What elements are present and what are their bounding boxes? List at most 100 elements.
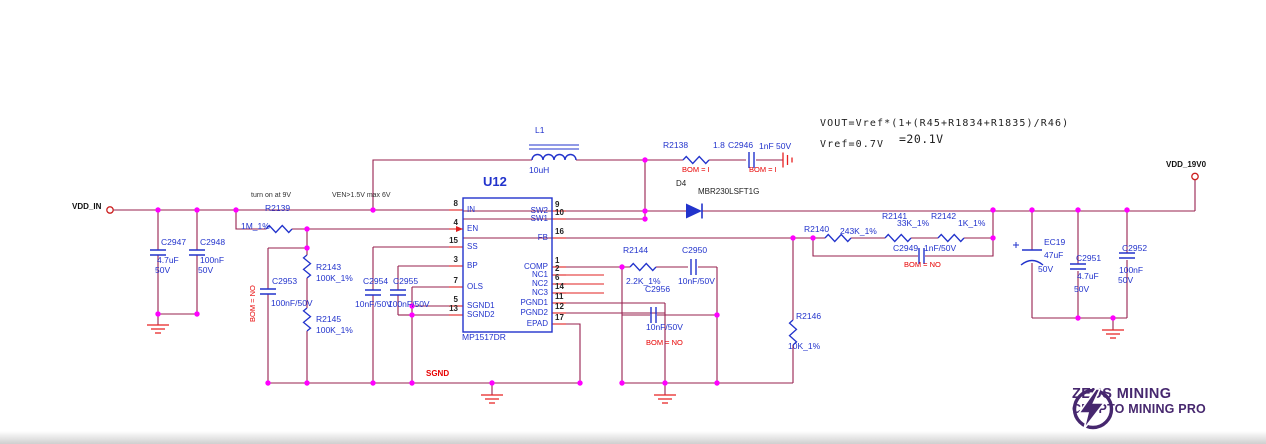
pin-name-nc2: NC2 xyxy=(531,279,548,288)
components-c2954-val: 10nF/50V xyxy=(355,299,392,309)
pin-name-nc3: NC3 xyxy=(531,288,548,297)
components-c2946-ref: C2946 xyxy=(728,140,754,150)
pin-name-sgnd1: SGND1 xyxy=(467,301,495,310)
nets-sgnd: SGND xyxy=(426,369,450,378)
components-d4-val: MBR230LSFT1G xyxy=(698,187,760,196)
pin-number-nc2: 6 xyxy=(555,273,560,282)
components-l1-val: 10uH xyxy=(529,165,550,175)
pin-number-in: 8 xyxy=(453,199,458,208)
components-r2143-val: 100K_1% xyxy=(316,273,353,283)
pin-number-epad: 17 xyxy=(555,313,564,322)
components-r2141-val: 33K_1% xyxy=(897,218,930,228)
components-r2139-ref: R2139 xyxy=(265,203,291,213)
components-r2138-ref: R2138 xyxy=(663,140,689,150)
pin-number-nc1: 2 xyxy=(555,264,560,273)
zeus-logo: ZEUS MINING CRYPTO MINING PRO xyxy=(1072,386,1206,430)
formula-line2: Vref=0.7V xyxy=(820,139,885,150)
components-r2146-ref: R2146 xyxy=(796,311,822,321)
components-c2947-val: 4.7uF xyxy=(157,255,179,265)
components-r2145-val: 100K_1% xyxy=(316,325,353,335)
pin-number-bp: 3 xyxy=(453,255,458,264)
pin-number-nc3: 14 xyxy=(555,282,564,291)
components-r2143-ref: R2143 xyxy=(316,262,342,272)
components-ec19-volt: 50V xyxy=(1038,264,1054,274)
notes-turn_on: turn on at 9V xyxy=(251,192,292,199)
components-c2955-ref: C2955 xyxy=(393,276,419,286)
components-c2950-ref: C2950 xyxy=(682,245,708,255)
components-c2953-val: 100nF/50V xyxy=(271,298,313,308)
pin-name-en: EN xyxy=(467,224,479,233)
notes-ven: VEN>1.5V max 6V xyxy=(332,192,391,199)
components-r2142-val: 1K_1% xyxy=(958,218,986,228)
pin-name-sgnd2: SGND2 xyxy=(467,310,495,319)
pin-number-pgnd2: 12 xyxy=(555,302,564,311)
components-c2954-ref: C2954 xyxy=(363,276,389,286)
components-c2949-ref: C2949 xyxy=(893,243,919,253)
pin-number-en: 4 xyxy=(453,218,458,227)
pin-number-sw2: 9 xyxy=(555,200,560,209)
components-c2953-ref: C2953 xyxy=(272,276,298,286)
lightning-bolt-icon xyxy=(1072,388,1114,430)
nets-input: VDD_IN xyxy=(72,202,102,211)
pin-number-ss: 15 xyxy=(449,236,458,245)
components-c2952-val: 100nF xyxy=(1119,265,1144,275)
notes-bom_no: BOM = NO xyxy=(646,338,683,347)
pin-name-comp: COMP xyxy=(524,262,548,271)
notes-bom_i: BOM = I xyxy=(682,165,710,174)
pin-name-sw2: SW2 xyxy=(530,206,548,215)
components-r2138-val: 1.8 xyxy=(713,140,725,150)
components-c2950-val: 10nF/50V xyxy=(678,276,715,286)
components-c2947-volt: 50V xyxy=(155,265,171,275)
pin-name-sw1: SW1 xyxy=(530,214,548,223)
components-r2140-ref: R2140 xyxy=(804,224,830,234)
components-c2948-val: 100nF xyxy=(200,255,225,265)
pin-name-fb: FB xyxy=(537,233,548,242)
pin-number-comp: 1 xyxy=(555,256,560,265)
components-r2142-ref: R2142 xyxy=(931,211,957,221)
pin-name-in: IN xyxy=(467,205,475,214)
components-c2956-val: 10nF/50V xyxy=(646,322,683,332)
logo-subtitle: CRYPTO MINING PRO xyxy=(1072,402,1206,416)
pin-number-sw1: 10 xyxy=(555,208,564,217)
formula-line1: VOUT=Vref*(1+(R45+R1834+R1835)/R46) xyxy=(820,118,1070,129)
pin-name-bp: BP xyxy=(467,261,478,270)
pin-name-ols: OLS xyxy=(467,282,484,291)
nets-output: VDD_19V0 xyxy=(1166,160,1207,169)
components-c2951-val: 4.7uF xyxy=(1077,271,1099,281)
components-c2952-volt: 50V xyxy=(1118,275,1134,285)
components-r2141-ref: R2141 xyxy=(882,211,908,221)
notes-bom_no: BOM = NO xyxy=(248,285,257,322)
components-c2946-val: 1nF 50V xyxy=(759,141,792,151)
notes-bom_no: BOM = NO xyxy=(904,260,941,269)
components-c2951-volt: 50V xyxy=(1074,284,1090,294)
components-d4-ref: D4 xyxy=(676,179,687,188)
components-c2956-ref: C2956 xyxy=(645,284,671,294)
formula-result: =20.1V xyxy=(899,132,944,146)
pin-number-sgnd2: 13 xyxy=(449,304,458,313)
components-c2952-ref: C2952 xyxy=(1122,243,1148,253)
components-ec19-val: 47uF xyxy=(1044,250,1064,260)
notes-bom_i: BOM = I xyxy=(749,165,777,174)
components-ec19-ref: EC19 xyxy=(1044,237,1066,247)
components-r2144-ref: R2144 xyxy=(623,245,649,255)
components-r2145-ref: R2145 xyxy=(316,314,342,324)
components-r2144-val: 2.2K_1% xyxy=(626,276,661,286)
pin-name-epad: EPAD xyxy=(526,319,548,328)
pin-name-nc1: NC1 xyxy=(531,270,548,279)
pin-number-pgnd1: 11 xyxy=(555,292,564,301)
components-r2139-val: 1M_1% xyxy=(241,221,270,231)
pin-number-fb: 16 xyxy=(555,227,564,236)
components-c2947-ref: C2947 xyxy=(161,237,187,247)
components-l1-ref: L1 xyxy=(535,125,545,135)
components-c2948-volt: 50V xyxy=(198,265,214,275)
components-c2949-val: 1nF/50V xyxy=(924,243,957,253)
pin-number-sgnd1: 5 xyxy=(453,295,458,304)
components-c2955-val: 100nF/50V xyxy=(388,299,430,309)
components-r2140-val: 243K_1% xyxy=(840,226,877,236)
components-c2948-ref: C2948 xyxy=(200,237,226,247)
pin-name-ss: SS xyxy=(467,242,478,251)
components-c2951-ref: C2951 xyxy=(1076,253,1102,263)
components-r2146-val: 10K_1% xyxy=(788,341,821,351)
